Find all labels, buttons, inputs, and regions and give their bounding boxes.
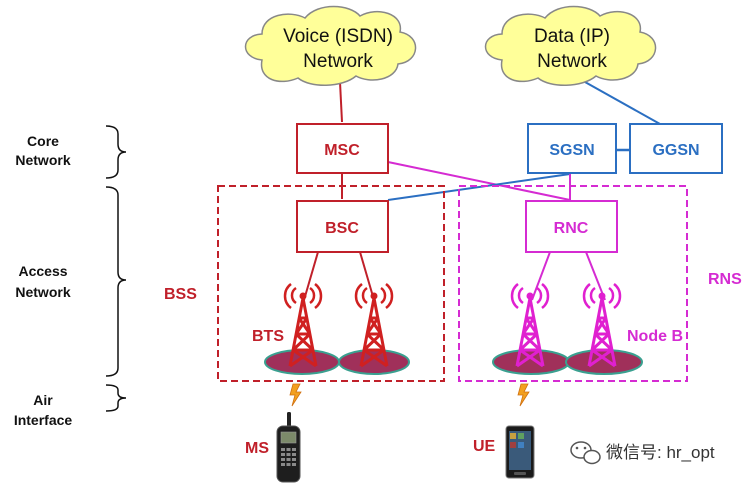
link-rnc-nodeb2 bbox=[585, 251, 606, 301]
ggsn-box bbox=[629, 123, 723, 174]
sgsn-box bbox=[527, 123, 617, 174]
brace-access bbox=[105, 186, 127, 377]
bts-cell-2 bbox=[338, 349, 410, 375]
cloud-voice-line2: Network bbox=[303, 51, 373, 72]
brace-air bbox=[105, 384, 127, 412]
link-msc-rnc bbox=[387, 161, 571, 201]
cloud-voice-line1: Voice (ISDN) bbox=[283, 26, 393, 47]
bss-region bbox=[217, 185, 445, 382]
label-access-1: Access bbox=[18, 263, 67, 279]
msc-box bbox=[296, 123, 389, 174]
links bbox=[303, 81, 661, 301]
brace-core bbox=[105, 125, 127, 179]
nodeb-cell-1 bbox=[492, 349, 570, 375]
lightning-icon-ue bbox=[517, 383, 530, 407]
wechat-icon bbox=[570, 441, 601, 465]
rns-region bbox=[458, 185, 688, 382]
bsc-label: BSC bbox=[325, 220, 359, 237]
label-core-1: Core bbox=[27, 133, 59, 149]
sgsn-label: SGSN bbox=[549, 142, 594, 159]
bts-cell-1 bbox=[264, 349, 340, 375]
bts-label: BTS bbox=[252, 328, 284, 345]
lightning-icon-ms bbox=[289, 383, 302, 407]
cloud-data-line2: Network bbox=[537, 51, 607, 72]
label-core-2: Network bbox=[15, 152, 70, 168]
link-rnc-nodeb1 bbox=[531, 251, 551, 301]
ms-label: MS bbox=[245, 440, 269, 457]
ue-label: UE bbox=[473, 438, 496, 455]
link-bsc-bts1 bbox=[303, 251, 319, 301]
nodeb-cell-2 bbox=[565, 349, 643, 375]
bss-label: BSS bbox=[164, 286, 197, 303]
label-air-2: Interface bbox=[14, 412, 73, 428]
ggsn-label: GGSN bbox=[652, 142, 699, 159]
label-access-2: Network bbox=[15, 284, 70, 300]
rnc-box bbox=[525, 200, 618, 253]
link-sgsn-bsc bbox=[387, 173, 571, 201]
rns-label: RNS bbox=[708, 271, 742, 288]
cloud-icon-data bbox=[484, 5, 657, 86]
watermark-text: 微信号: hr_opt bbox=[606, 443, 715, 462]
link-bsc-bts2 bbox=[359, 251, 375, 301]
msc-label: MSC bbox=[324, 142, 360, 159]
bsc-box bbox=[296, 200, 389, 253]
cloud-icon-voice bbox=[244, 5, 417, 86]
smartphone-icon bbox=[505, 425, 535, 479]
label-air-1: Air bbox=[33, 392, 53, 408]
link-voice-msc bbox=[339, 81, 343, 123]
nodeb-label: Node B bbox=[627, 328, 683, 345]
link-data-ggsn bbox=[584, 81, 661, 125]
phone-icon bbox=[276, 412, 301, 483]
cloud-data-line1: Data (IP) bbox=[534, 26, 610, 47]
rnc-label: RNC bbox=[554, 220, 589, 237]
